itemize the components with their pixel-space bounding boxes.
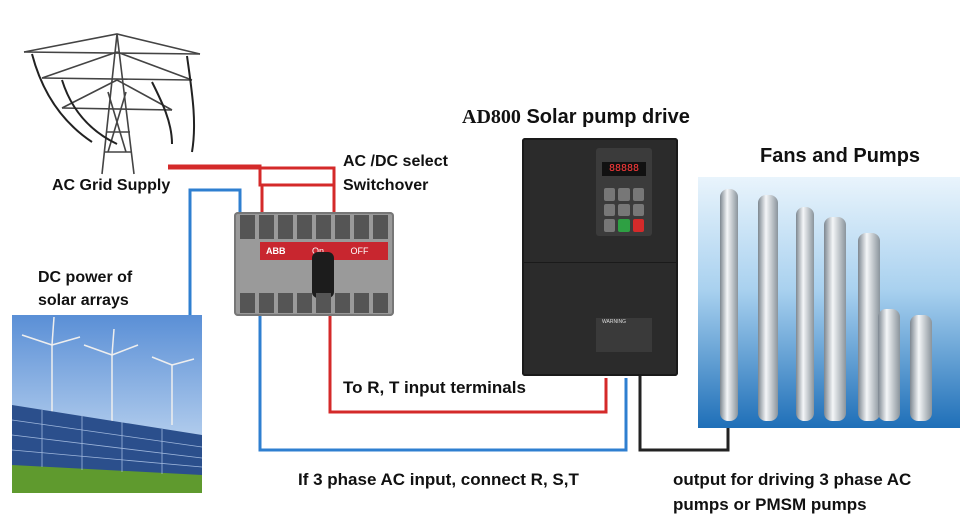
grid-label: AC Grid Supply [52,177,171,194]
dc-power-label-1: DC power of [38,269,133,286]
drive-warning-text: WARNING [602,319,626,325]
switch-label-1: AC /DC select [343,153,448,170]
switch-handle [312,252,334,298]
drive-display: 88888 [602,162,646,176]
dc-power-label-2: solar arrays [38,292,129,309]
black-wire [638,372,730,452]
switch-off-text: OFF [350,246,369,256]
rt-terminals-label: To R, T input terminals [343,378,526,397]
solar-pump-drive: 88888 WARNING [522,138,678,376]
switch-label-2: Switchover [343,177,429,194]
switchover-device: ABB On OFF [234,212,394,316]
output-label-1: output for driving 3 phase AC [673,470,912,489]
switch-brand: ABB [266,246,286,256]
three-phase-label: If 3 phase AC input, connect R, S,T [298,470,579,489]
blue-wire [188,188,628,452]
red-wire-top [168,164,336,187]
pumps-image [698,177,960,428]
drive-title: AD800 Solar pump drive [462,106,690,128]
drive-warning-label: WARNING [596,318,652,352]
drive-model: AD800 [462,106,521,128]
solar-panels-image [12,315,202,493]
switch-on-text: On [312,246,325,256]
transmission-tower-icon [23,33,201,175]
fans-pumps-label: Fans and Pumps [760,145,921,167]
drive-keypad: 88888 [596,148,652,236]
drive-title-text: Solar pump drive [526,106,690,128]
output-label-2: pumps or PMSM pumps [673,495,867,514]
